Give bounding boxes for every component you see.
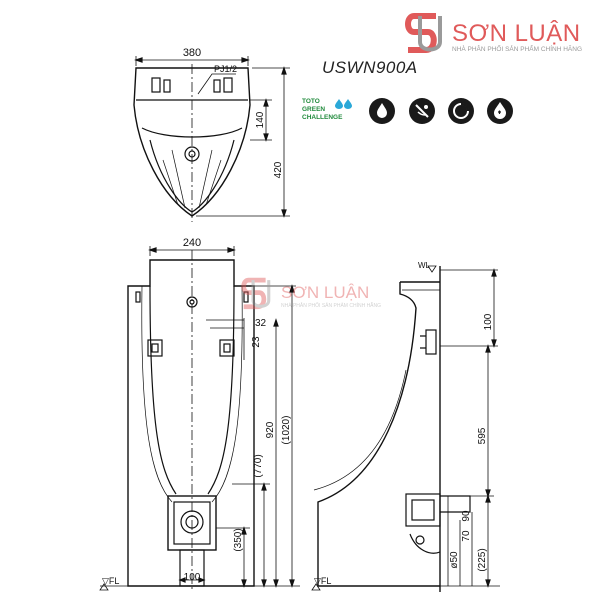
top-height-label: 420 (273, 161, 284, 178)
side-wall-label: WL (418, 261, 431, 270)
side-dim-70: 70 (461, 530, 472, 542)
top-width-label: 380 (183, 47, 201, 59)
front-dim-23: 23 (251, 336, 262, 348)
brand-tagline: NHÀ PHÂN PHỐI SẢN PHẨM CHÍNH HÃNG (452, 46, 583, 53)
brand-logo[interactable]: SƠN LUẬN NHÀ PHÂN PHỐI SẢN PHẨM CHÍNH HÃ… (400, 10, 595, 60)
no-splash-icon (409, 98, 435, 124)
front-dim-350: (350) (233, 528, 244, 551)
side-dim-50: ø50 (449, 551, 460, 569)
badge-line-3: CHALLENGE (302, 114, 343, 121)
side-floor-label: ▽FL (314, 576, 331, 586)
front-dim-1020: (1020) (281, 416, 292, 445)
badge-line-2: GREEN (302, 106, 326, 113)
watermark-tagline: NHÀ PHÂN PHỐI SẢN PHẨM CHÍNH HÃNG (281, 303, 382, 309)
front-floor-label: ▽FL (102, 576, 119, 586)
front-dim-32: 32 (255, 318, 267, 329)
sl-monogram-icon (405, 13, 442, 53)
front-view (100, 246, 300, 592)
front-dim-770: (770) (253, 454, 264, 477)
pipe-label: PJ1/2 (214, 64, 237, 74)
badge-line-1: TOTO (302, 98, 320, 105)
watermark-name: SƠN LUẬN (281, 283, 370, 302)
water-drops-icon (335, 99, 352, 109)
brand-name: SƠN LUẬN (452, 20, 581, 47)
model-number: USWN900A (322, 58, 418, 77)
side-dim-90: 90 (461, 510, 472, 522)
water-saving-drop-icon (369, 98, 395, 124)
front-dim-920: 920 (265, 421, 276, 438)
hygienic-drop-icon (487, 98, 513, 124)
front-top-width-label: 240 (183, 237, 201, 249)
clean-surface-icon (448, 98, 474, 124)
watermark-logo-icon (241, 277, 271, 310)
watermark: SƠN LUẬN NHÀ PHÂN PHỐI SẢN PHẨM CHÍNH HÃ… (237, 275, 387, 315)
side-dim-225: (225) (477, 548, 488, 571)
top-depth-label: 140 (255, 111, 266, 128)
front-bottom-width-label: 100 (184, 572, 201, 583)
side-dim-100: 100 (483, 313, 494, 330)
toto-green-challenge-badge: TOTO GREEN CHALLENGE (302, 98, 360, 138)
side-view (313, 265, 500, 592)
side-dim-595: 595 (477, 427, 488, 444)
top-view (133, 56, 290, 222)
